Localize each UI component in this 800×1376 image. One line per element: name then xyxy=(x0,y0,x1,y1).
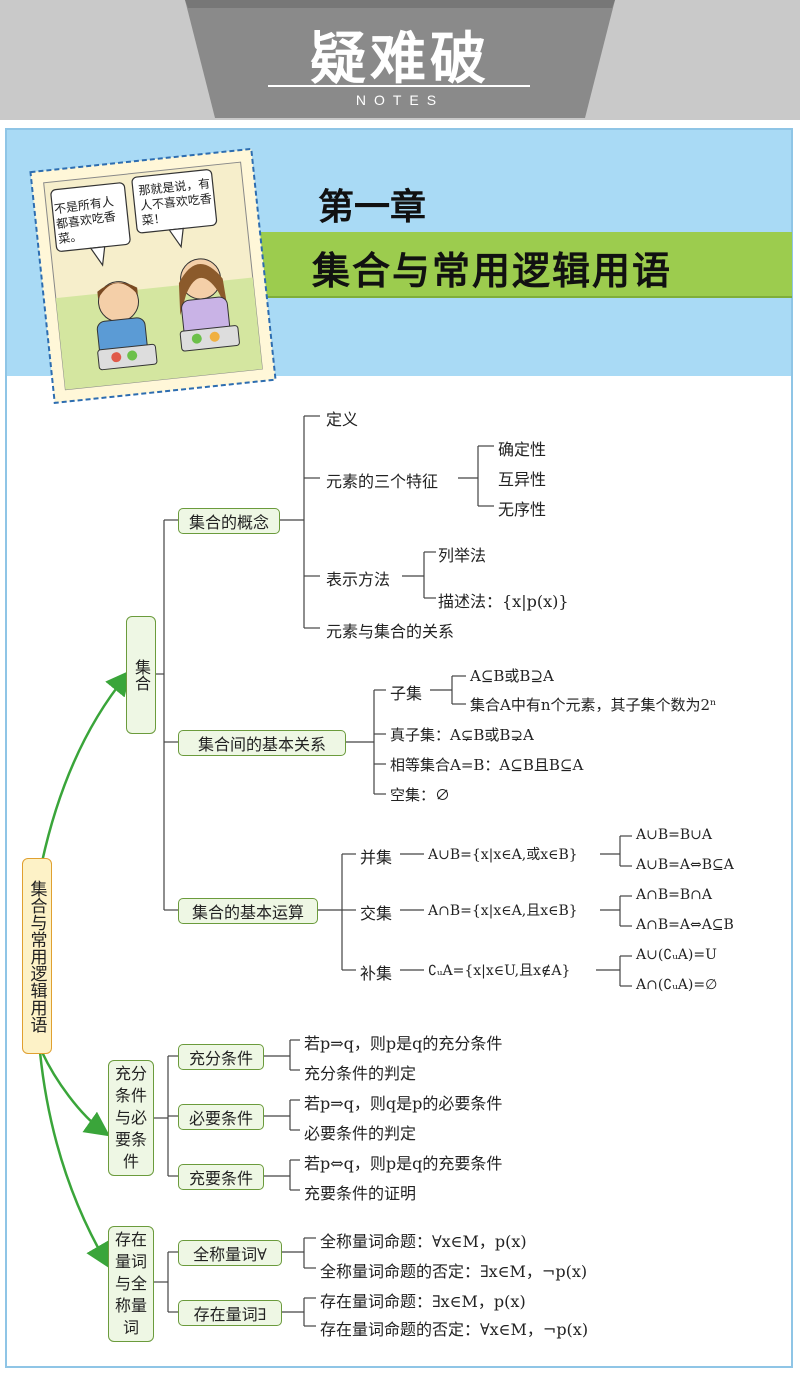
node-representation-1: 列举法 xyxy=(438,542,486,566)
node-conditions: 充分条件与必要条件 xyxy=(108,1060,154,1176)
node-definition: 定义 xyxy=(326,406,358,430)
node-intersection-prop-2: A∩B=A⇔A⊆B xyxy=(636,917,734,933)
node-union-prop-1: A∪B=B∪A xyxy=(636,827,712,843)
node-representation-2: 描述法：{x|p(x)} xyxy=(438,588,569,612)
node-complement-prop-1: A∪(∁ᵤA)=U xyxy=(636,947,717,963)
node-set-relations: 集合间的基本关系 xyxy=(178,730,346,756)
node-intersection-prop-1: A∩B=B∩A xyxy=(636,887,712,903)
node-union: 并集 xyxy=(360,844,392,868)
node-both-1: 若p⇔q，则p是q的充要条件 xyxy=(304,1150,502,1174)
node-necessary-1: 若p⇒q，则q是p的必要条件 xyxy=(304,1090,502,1114)
node-set: 集合 xyxy=(126,616,156,734)
node-existential-2: 存在量词命题的否定：∀x∈M，¬p(x) xyxy=(320,1316,588,1340)
node-both-2: 充要条件的证明 xyxy=(304,1180,416,1204)
node-quantifiers: 存在量词与全称量词 xyxy=(108,1226,154,1342)
node-intersection-def: A∩B={x|x∈A,且x∈B} xyxy=(428,900,578,920)
node-sufficient-1: 若p⇒q，则p是q的充分条件 xyxy=(304,1030,502,1054)
node-universal-1: 全称量词命题：∀x∈M，p(x) xyxy=(320,1228,527,1252)
node-necessary-2: 必要条件的判定 xyxy=(304,1120,416,1144)
node-feature-1: 确定性 xyxy=(498,436,546,460)
node-existential: 存在量词∃ xyxy=(178,1300,282,1326)
node-both: 充要条件 xyxy=(178,1164,264,1190)
node-subset-1: A⊆B或B⊇A xyxy=(470,665,554,686)
node-element-relation: 元素与集合的关系 xyxy=(326,618,454,642)
node-subset: 子集 xyxy=(390,680,422,704)
node-proper-subset: 真子集：A⊊B或B⊋A xyxy=(390,724,534,745)
node-complement: 补集 xyxy=(360,960,392,984)
node-universal-2: 全称量词命题的否定：∃x∈M，¬p(x) xyxy=(320,1258,587,1282)
node-empty-set: 空集：∅ xyxy=(390,784,450,805)
node-feature-2: 互异性 xyxy=(498,466,546,490)
node-representation: 表示方法 xyxy=(326,566,390,590)
node-set-operations: 集合的基本运算 xyxy=(178,898,318,924)
node-complement-def: ∁ᵤA={x|x∈U,且x∉A} xyxy=(428,960,570,980)
mindmap-root: 集合与常用逻辑用语 xyxy=(22,858,52,1054)
node-union-prop-2: A∪B=A⇔B⊆A xyxy=(636,857,734,873)
node-intersection: 交集 xyxy=(360,900,392,924)
node-three-features: 元素的三个特征 xyxy=(326,468,438,492)
node-necessary: 必要条件 xyxy=(178,1104,264,1130)
node-feature-3: 无序性 xyxy=(498,496,546,520)
node-sufficient: 充分条件 xyxy=(178,1044,264,1070)
node-sufficient-2: 充分条件的判定 xyxy=(304,1060,416,1084)
node-set-concept: 集合的概念 xyxy=(178,508,280,534)
node-complement-prop-2: A∩(∁ᵤA)=∅ xyxy=(636,977,717,993)
node-union-def: A∪B={x|x∈A,或x∈B} xyxy=(428,844,578,864)
node-subset-2: 集合A中有n个元素，其子集个数为2ⁿ xyxy=(470,694,717,715)
node-equal-sets: 相等集合A=B：A⊆B且B⊆A xyxy=(390,754,583,775)
node-universal: 全称量词∀ xyxy=(178,1240,282,1266)
node-existential-1: 存在量词命题：∃x∈M，p(x) xyxy=(320,1288,526,1312)
